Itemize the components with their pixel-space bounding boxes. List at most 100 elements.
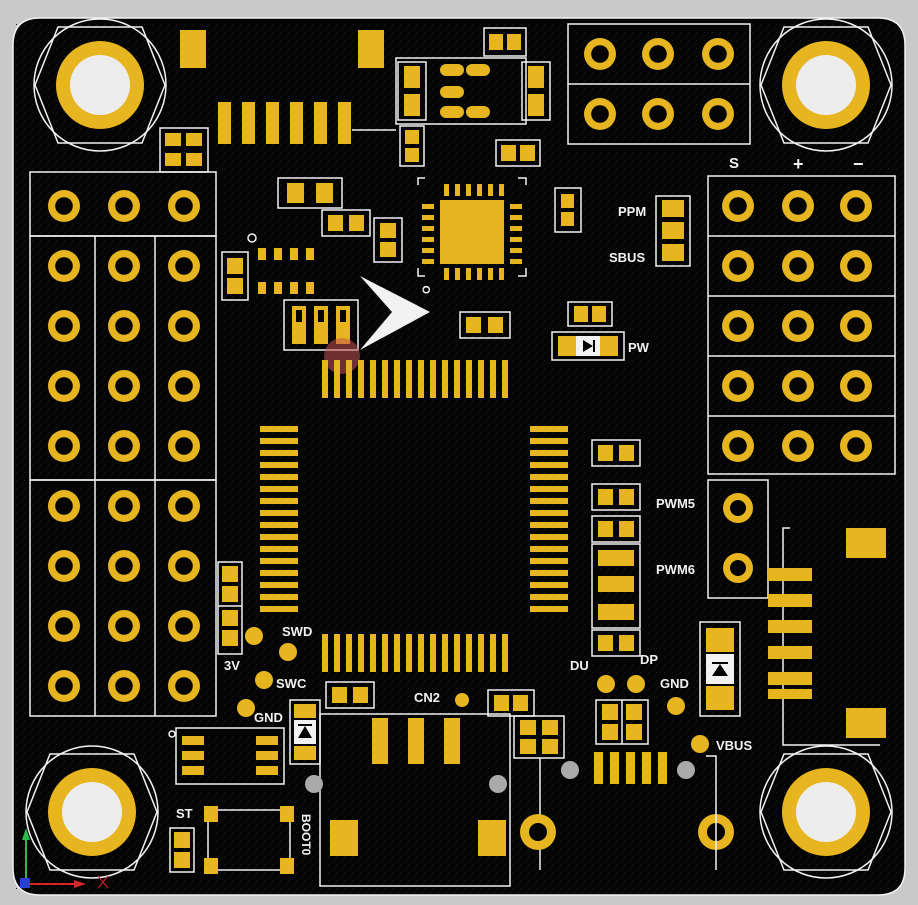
pad-hole — [729, 197, 747, 215]
pad-hole — [847, 197, 865, 215]
pad-hole — [729, 437, 747, 455]
pad-hole — [847, 437, 865, 455]
diode-icon — [712, 664, 728, 676]
pad-hole — [847, 317, 865, 335]
label-pwm6: PWM6 — [656, 562, 695, 577]
label-vbus: VBUS — [716, 738, 752, 753]
qfn-pin — [422, 215, 434, 220]
mcu-pin — [490, 634, 496, 672]
mcu-pin — [530, 558, 568, 564]
label-swd: SWD — [282, 624, 312, 639]
pad-hole — [847, 377, 865, 395]
mcu-pin — [382, 360, 388, 398]
mcu-pin — [260, 486, 298, 492]
mcu-pin — [530, 582, 568, 588]
qfn-pin — [422, 259, 434, 264]
mcu-pin — [406, 634, 412, 672]
label-o-small: O — [421, 285, 433, 294]
axis-indicator-icon — [20, 828, 109, 889]
mcu-pin — [334, 360, 340, 398]
qfn-pin — [510, 259, 522, 264]
mcu-pin — [260, 558, 298, 564]
mcu-pin — [358, 360, 364, 398]
pad-hole — [55, 677, 73, 695]
mounting-hole-bottom-right — [759, 745, 893, 879]
mcu-pin — [260, 462, 298, 468]
qfn-pin — [510, 248, 522, 253]
qfn-pin — [455, 268, 460, 280]
small-passives — [221, 177, 582, 374]
label-cn2: CN2 — [414, 690, 440, 705]
mcu-pin — [530, 462, 568, 468]
label-pw: PW — [628, 340, 650, 355]
mcu-pin — [260, 582, 298, 588]
diode-icon — [298, 726, 312, 738]
label-gnd-right: GND — [660, 676, 689, 691]
pad-hole — [175, 377, 193, 395]
pad-hole — [591, 45, 609, 63]
label-ppm: PPM — [618, 204, 646, 219]
pad-hole — [789, 437, 807, 455]
mcu-pin — [322, 360, 328, 398]
mcu-pin — [530, 534, 568, 540]
pad-hole — [115, 377, 133, 395]
power-led — [551, 301, 625, 361]
qfn-pin — [477, 268, 482, 280]
mcu-pin — [370, 360, 376, 398]
mcu-pin — [260, 426, 298, 432]
usb-data-components — [513, 675, 734, 870]
mcu-pin — [260, 534, 298, 540]
left-pin-header — [29, 171, 217, 717]
mcu-pin — [322, 634, 328, 672]
label-st: ST — [176, 806, 193, 821]
pad-hole — [115, 557, 133, 575]
side-connector-right — [768, 527, 886, 746]
pad-hole — [175, 317, 193, 335]
mcu-pin — [260, 546, 298, 552]
mounting-hole-top-right — [759, 18, 893, 152]
mcu-pin — [418, 634, 424, 672]
resistor-stack — [591, 439, 641, 657]
mcu-pin — [430, 360, 436, 398]
label-du: DU — [570, 658, 589, 673]
qfn-pin — [422, 204, 434, 209]
pad-hole — [55, 197, 73, 215]
mcu-pin — [358, 634, 364, 672]
mcu-pin — [466, 634, 472, 672]
qfn-pin — [422, 237, 434, 242]
mcu-pin — [478, 360, 484, 398]
mcu-pin — [530, 606, 568, 612]
mcu-pin — [394, 634, 400, 672]
pad-hole — [115, 677, 133, 695]
pad-hole — [789, 197, 807, 215]
mcu-pin — [530, 426, 568, 432]
pad-hole — [55, 557, 73, 575]
top-right-pin-header — [567, 23, 751, 145]
label-s: S — [729, 155, 739, 172]
pad-hole — [175, 497, 193, 515]
soic-component — [168, 727, 285, 785]
gyro-ic-qfn — [417, 177, 527, 280]
mcu-pin — [530, 510, 568, 516]
mcu-pin — [346, 360, 352, 398]
mounting-hole-bottom-left — [25, 745, 159, 879]
label-gnd-left: GND — [254, 710, 283, 725]
arrow-marker-icon — [360, 276, 430, 350]
label-3v: 3V — [224, 658, 240, 673]
pad-hole — [55, 257, 73, 275]
pad-hole — [729, 317, 747, 335]
qfn-pin — [444, 268, 449, 280]
mcu-pin — [334, 634, 340, 672]
mcu-pin — [478, 634, 484, 672]
pad-hole — [55, 437, 73, 455]
pad-hole — [115, 437, 133, 455]
qfn-pin — [510, 237, 522, 242]
label-pwm5: PWM5 — [656, 496, 695, 511]
qfn-pin — [510, 226, 522, 231]
component-top-left-pads — [159, 127, 209, 173]
mcu-pin — [260, 450, 298, 456]
mcu-pin — [418, 360, 424, 398]
pad-hole — [115, 257, 133, 275]
qfn-pin — [499, 268, 504, 280]
